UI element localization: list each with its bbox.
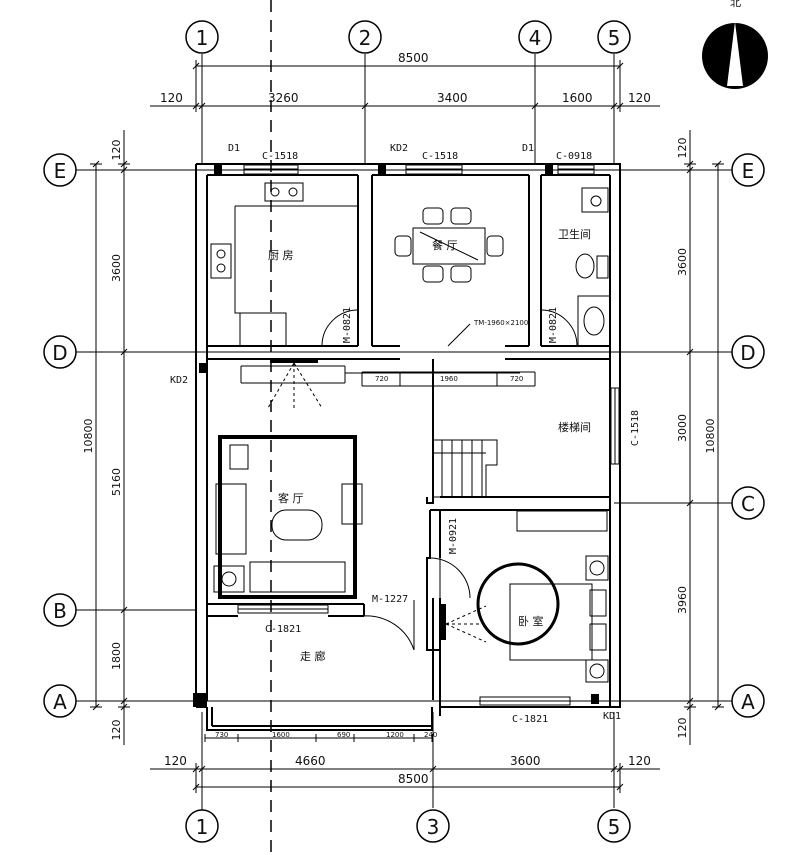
dim-stair-720a: 720: [375, 375, 388, 383]
label-d1-b: D1: [522, 143, 534, 154]
room-kitchen: 厨 房: [268, 249, 294, 262]
dim-left-120a: 120: [110, 140, 123, 161]
dim-right-3600: 3600: [676, 248, 689, 276]
kitchen-fixtures: [210, 182, 358, 347]
bathroom-fixtures: [575, 187, 611, 347]
axis-top-2: 2: [359, 26, 372, 50]
axis-top-4: 4: [529, 26, 542, 50]
dim-top-3260: 3260: [268, 91, 299, 105]
room-bedroom: 卧 室: [518, 614, 544, 628]
dim-top-1600: 1600: [562, 91, 593, 105]
dim-bottom-total: 8500: [398, 772, 429, 786]
label-c0918: C-0918: [556, 151, 592, 162]
axis-right-d: D: [740, 341, 755, 365]
axis-left-d: D: [52, 341, 67, 365]
dim-step-240: 240: [424, 731, 437, 739]
axis-bottom-3: 3: [427, 815, 440, 839]
dim-right-120b: 120: [676, 718, 689, 739]
dim-step-1200: 1200: [386, 731, 404, 739]
dim-right-3960: 3960: [676, 586, 689, 614]
dim-top-total: 8500: [398, 51, 429, 65]
north-label: 北: [730, 0, 741, 9]
label-c1821-living: C-1821: [265, 624, 301, 635]
doors: [321, 309, 578, 651]
dim-left-5160: 5160: [110, 468, 123, 496]
label-tm: TM-1960×2100: [473, 319, 528, 327]
axis-bottom-1: 1: [196, 815, 209, 839]
axis-right-a: A: [741, 690, 755, 714]
label-c1518-kitchen: C-1518: [262, 151, 298, 162]
label-c1518-dining: C-1518: [422, 151, 458, 162]
label-kd1: KD1: [603, 711, 621, 722]
axis-top-1: 1: [196, 26, 209, 50]
axis-right-c: C: [741, 492, 755, 516]
axis-right-e: E: [742, 159, 755, 183]
label-c1821-bed: C-1821: [512, 714, 548, 725]
dim-left-120b: 120: [110, 720, 123, 741]
label-d1-a: D1: [228, 143, 240, 154]
north-arrow: 北: [702, 0, 768, 89]
room-dining: 餐 厅: [432, 238, 458, 252]
label-kd2-left: KD2: [170, 375, 188, 386]
right-dimension-lines: [684, 130, 724, 745]
dim-step-1600: 1600: [272, 731, 290, 739]
structural-columns: [193, 164, 599, 707]
axis-bubbles: [43, 20, 765, 843]
dim-left-1800: 1800: [110, 642, 123, 670]
room-bathroom: 卫生间: [558, 227, 591, 241]
dim-bottom-120b: 120: [628, 754, 651, 768]
walls: [195, 163, 621, 731]
axis-left-a: A: [53, 690, 67, 714]
bedroom-bed-set: [476, 510, 609, 683]
dim-top-120b: 120: [628, 91, 651, 105]
dim-right-120a: 120: [676, 138, 689, 159]
bedroom-tv: [440, 604, 446, 640]
dim-stair-720b: 720: [510, 375, 523, 383]
dim-top-3400: 3400: [437, 91, 468, 105]
dim-stair-1960: 1960: [440, 375, 458, 383]
dim-right-3000: 3000: [676, 414, 689, 442]
dim-bottom-4660: 4660: [295, 754, 326, 768]
axis-bottom-5: 5: [608, 815, 621, 839]
dim-right-total: 10800: [704, 419, 717, 454]
dim-left-3600: 3600: [110, 254, 123, 282]
dining-set: [394, 207, 504, 283]
stair: [240, 365, 536, 498]
dim-top-120a: 120: [160, 91, 183, 105]
bottom-dimension-lines: [150, 734, 660, 793]
dim-bottom-120a: 120: [164, 754, 187, 768]
label-m0821-kitchen: M-0821: [342, 307, 353, 343]
room-corridor: 走 廊: [300, 649, 326, 663]
room-stair: 楼梯间: [558, 420, 591, 434]
axis-top-5: 5: [608, 26, 621, 50]
windows: [237, 164, 620, 706]
left-dimension-lines: [90, 130, 130, 745]
dim-step-690: 690: [337, 731, 350, 739]
label-m1227: M-1227: [372, 594, 408, 605]
label-m0821-bath: M-0821: [548, 307, 559, 343]
living-sofa-set: [213, 435, 363, 599]
dim-left-total: 10800: [82, 419, 95, 454]
room-living: 客 厅: [278, 491, 304, 505]
tv-sight-lines: [267, 362, 487, 643]
axis-left-e: E: [54, 159, 67, 183]
label-c1518-stair: C-1518: [630, 410, 641, 446]
axis-left-b: B: [53, 599, 67, 623]
top-dimension-lines: [150, 60, 660, 112]
label-m0921: M-0921: [448, 518, 459, 554]
dim-bottom-3600: 3600: [510, 754, 541, 768]
label-kd2-top: KD2: [390, 143, 408, 154]
dim-step-730: 730: [215, 731, 228, 739]
